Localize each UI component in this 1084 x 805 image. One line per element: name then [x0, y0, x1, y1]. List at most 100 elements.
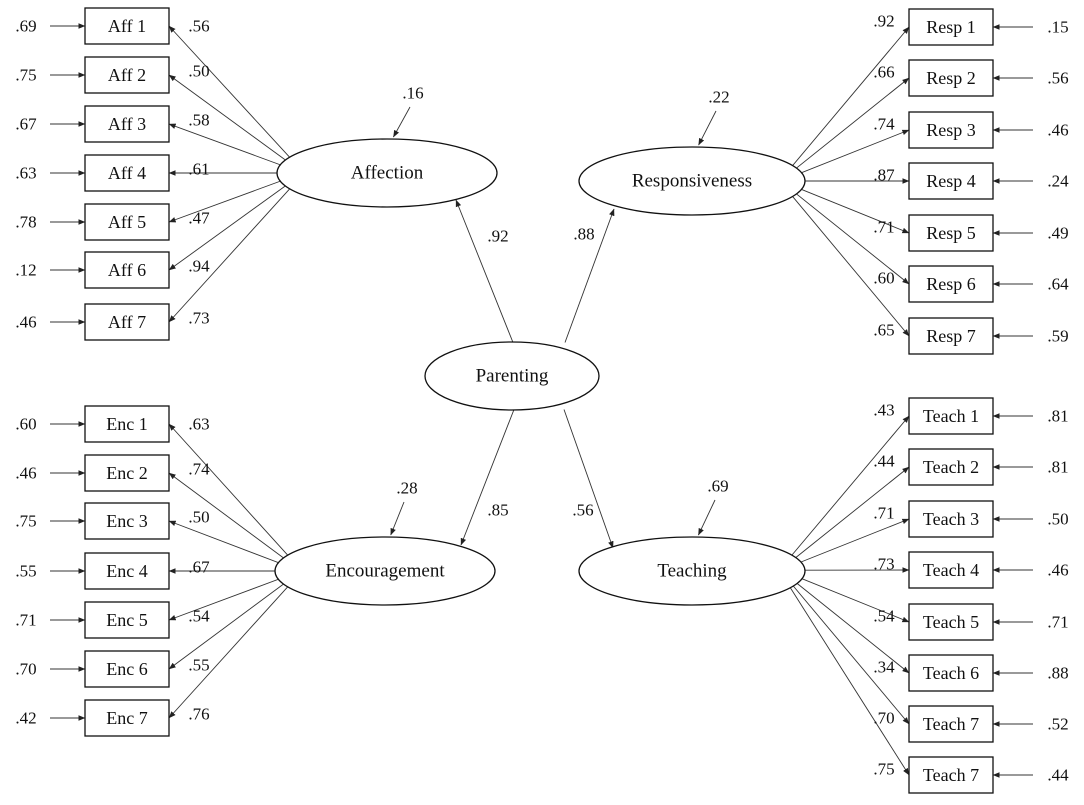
latent-encouragement-label: Encouragement: [325, 561, 445, 582]
indicator-label: Aff 4: [108, 163, 146, 183]
shapes-layer: [84, 7, 994, 794]
loading-coef: .74: [873, 115, 895, 134]
error-value: .75: [15, 66, 36, 85]
indicator-label: Resp 2: [926, 68, 976, 88]
path-coef-encouragement: .85: [487, 501, 508, 520]
loading-coef: .94: [188, 257, 210, 276]
indicator-box: [908, 59, 994, 97]
loading-coef: .63: [188, 415, 209, 434]
indicator-box: [84, 601, 170, 639]
error-value: .64: [1047, 275, 1069, 294]
error-value: .44: [1047, 766, 1069, 785]
loading-arrow: [784, 183, 910, 285]
indicator-label: Enc 1: [106, 414, 147, 434]
error-value: .59: [1047, 327, 1068, 346]
path-parenting-responsiveness: [564, 208, 615, 343]
latent-teaching: [578, 536, 806, 606]
indicator-box: [84, 454, 170, 492]
indicator-label: Resp 5: [926, 223, 976, 243]
loading-arrow: [168, 25, 300, 168]
loading-coef: .66: [873, 63, 894, 82]
loading-coef: .50: [188, 62, 209, 81]
residual-encouragement: .28: [396, 479, 417, 498]
loading-coef: .65: [873, 321, 894, 340]
indicator-label: Enc 7: [106, 708, 147, 728]
indicator-box: [84, 154, 170, 192]
indicator-box: [908, 603, 994, 641]
indicator-label: Resp 4: [926, 171, 976, 191]
indicator-box: [84, 303, 170, 341]
residual-arrow-teaching: [698, 499, 716, 536]
latent-responsiveness-label: Responsiveness: [632, 171, 752, 192]
path-coef-responsiveness: .88: [573, 225, 594, 244]
indicator-label: Aff 7: [108, 312, 146, 332]
indicator-box: [84, 699, 170, 737]
loading-arrow: [168, 572, 296, 621]
loading-coef: .75: [873, 760, 894, 779]
indicator-box: [908, 705, 994, 743]
latent-parenting: [424, 341, 600, 411]
loading-arrow: [784, 573, 910, 674]
loading-coef: .71: [873, 504, 894, 523]
loading-arrow: [168, 123, 298, 172]
loading-coef: .58: [188, 111, 209, 130]
indicator-box: [84, 552, 170, 590]
latent-responsiveness: [578, 146, 806, 216]
latent-affection: [276, 138, 498, 208]
error-value: .63: [15, 164, 36, 183]
loading-arrow: [168, 176, 299, 271]
indicator-label: Teach 7: [923, 714, 979, 734]
indicator-label: Aff 1: [108, 16, 146, 36]
indicator-box: [908, 317, 994, 355]
error-value: .46: [1047, 121, 1068, 140]
indicator-box: [84, 7, 170, 45]
indicator-label: Aff 3: [108, 114, 146, 134]
error-value: .42: [15, 709, 36, 728]
error-value: .12: [15, 261, 36, 280]
indicator-label: Teach 7: [923, 765, 979, 785]
error-value: .46: [1047, 561, 1068, 580]
loading-arrow: [783, 185, 910, 337]
loading-coef: .34: [873, 658, 895, 677]
indicator-box: [908, 654, 994, 692]
error-value: .75: [15, 512, 36, 531]
indicator-box: [908, 551, 994, 589]
loading-coef: .50: [188, 508, 209, 527]
loading-arrow: [168, 74, 299, 170]
loading-coef: .92: [873, 12, 894, 31]
indicator-box: [908, 500, 994, 538]
loading-coef: .73: [873, 555, 894, 574]
error-value: .69: [15, 17, 36, 36]
indicator-label: Enc 4: [106, 561, 147, 581]
loading-arrow: [783, 415, 910, 566]
loading-arrow: [783, 466, 910, 568]
indicator-label: Enc 5: [106, 610, 147, 630]
residual-arrow-responsiveness: [698, 110, 717, 146]
indicator-box: [84, 405, 170, 443]
error-value: .78: [15, 213, 36, 232]
error-value: .70: [15, 660, 36, 679]
error-value: .81: [1047, 458, 1068, 477]
loading-arrow: [784, 182, 910, 234]
path-coef-teaching: .56: [572, 501, 593, 520]
indicator-label: Teach 3: [923, 509, 979, 529]
loading-coef: .54: [873, 607, 895, 626]
indicator-box: [84, 56, 170, 94]
indicator-box: [84, 650, 170, 688]
loading-coef: .56: [188, 17, 209, 36]
loading-coef: .76: [188, 705, 209, 724]
latent-parenting-label: Parenting: [476, 366, 549, 387]
error-value: .24: [1047, 172, 1069, 191]
loading-coef: .55: [188, 656, 209, 675]
indicator-box: [84, 502, 170, 540]
loading-coef: .47: [188, 209, 210, 228]
loading-coef: .87: [873, 166, 895, 185]
indicator-label: Resp 6: [926, 274, 976, 294]
loading-arrow: [168, 423, 298, 566]
path-parenting-encouragement: [460, 409, 515, 546]
indicator-box: [908, 162, 994, 200]
error-value: .52: [1047, 715, 1068, 734]
error-value: .81: [1047, 407, 1068, 426]
indicator-box: [908, 8, 994, 46]
